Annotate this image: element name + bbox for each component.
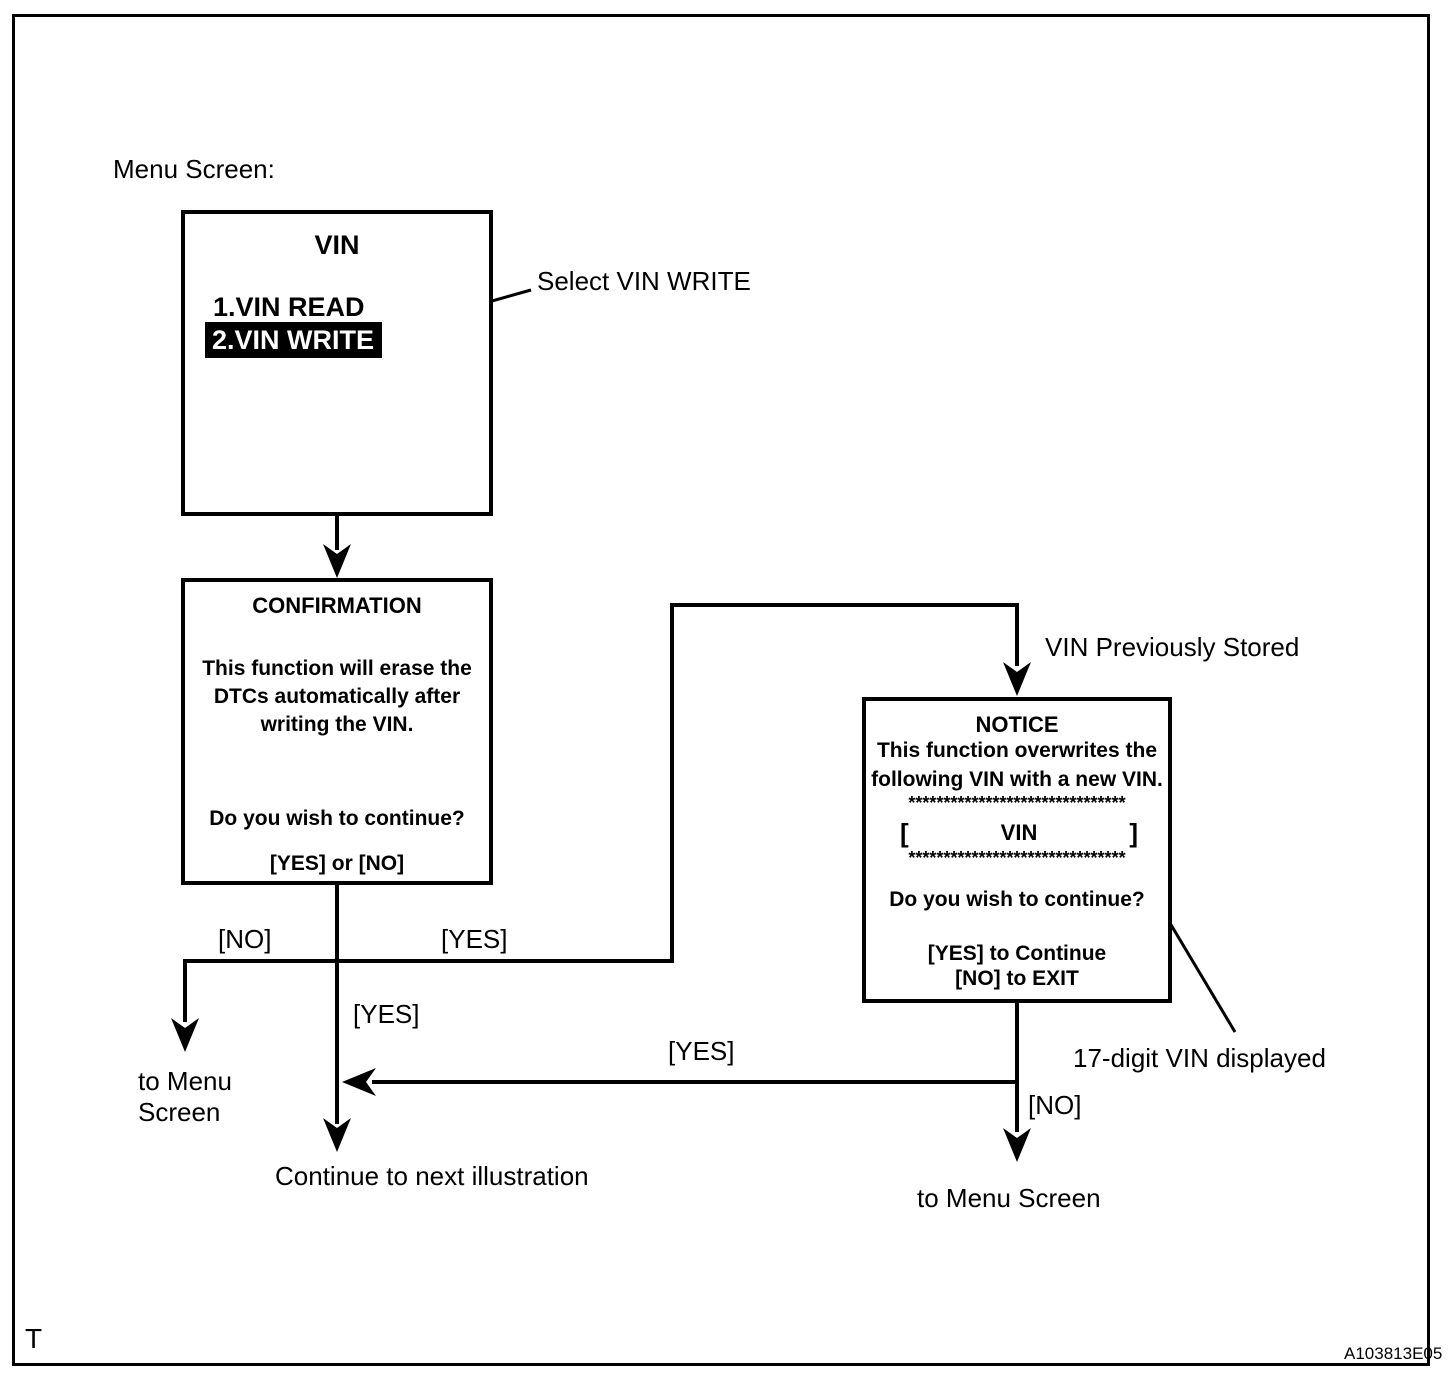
vin-menu-screen: VIN 1.VIN READ 2.VIN WRITE	[181, 210, 493, 516]
vin-field-label: VIN	[1000, 820, 1038, 845]
continue-next-illustration-label: Continue to next illustration	[275, 1161, 589, 1191]
notice-body-line: following VIN with a new VIN.	[871, 768, 1163, 791]
notice-stars-row: *******************************	[908, 848, 1126, 868]
vin-menu-title: VIN	[314, 230, 360, 260]
seventeen-digit-vin-label: 17-digit VIN displayed	[1073, 1043, 1326, 1073]
notice-screen: NOTICE This function overwrites the foll…	[862, 697, 1172, 1003]
menu-screen-label: Menu Screen:	[113, 154, 275, 184]
to-menu-screen-left-line2: Screen	[138, 1097, 221, 1127]
confirmation-question: Do you wish to continue?	[209, 807, 465, 830]
notice-no-line: [NO] to EXIT	[955, 967, 1079, 990]
notice-yes-line: [YES] to Continue	[927, 942, 1107, 965]
vin-field-open-bracket: [	[900, 818, 909, 848]
to-menu-screen-right-label: to Menu Screen	[917, 1183, 1101, 1213]
figure-id: A103813E05	[1344, 1344, 1443, 1363]
to-menu-screen-left-label: to Menu Screen	[138, 1066, 232, 1128]
branch-label-yes-bottom: [YES]	[668, 1036, 735, 1066]
branch-label-yes-mid: [YES]	[353, 999, 420, 1029]
confirmation-body-line: writing the VIN.	[260, 713, 414, 736]
notice-stars-row: *******************************	[908, 793, 1126, 813]
confirmation-title: CONFIRMATION	[252, 593, 422, 618]
figure-border	[12, 14, 1430, 1366]
confirmation-body-line: This function will erase the	[202, 657, 472, 680]
branch-label-no-right: [NO]	[1028, 1090, 1082, 1120]
notice-question: Do you wish to continue?	[889, 888, 1145, 911]
confirmation-body-line: DTCs automatically after	[213, 685, 461, 708]
menu-item-vin-write-selected: 2.VIN WRITE	[205, 322, 383, 358]
vin-previously-stored-label: VIN Previously Stored	[1045, 632, 1300, 662]
notice-vin-field: [ VIN ]	[866, 820, 1168, 846]
to-menu-screen-left-line1: to Menu	[138, 1066, 232, 1096]
vin-field-close-bracket: ]	[1129, 818, 1138, 848]
menu-item-vin-read: 1.VIN READ	[213, 292, 365, 322]
corner-mark: T	[25, 1323, 43, 1354]
confirmation-screen: CONFIRMATION This function will erase th…	[181, 578, 493, 885]
branch-label-yes-top: [YES]	[441, 924, 508, 954]
select-vin-write-label: Select VIN WRITE	[537, 266, 751, 296]
notice-title: NOTICE	[975, 712, 1059, 737]
notice-body-line: This function overwrites the	[876, 739, 1158, 762]
branch-label-no-left: [NO]	[218, 924, 272, 954]
confirmation-options: [YES] or [NO]	[269, 852, 405, 875]
